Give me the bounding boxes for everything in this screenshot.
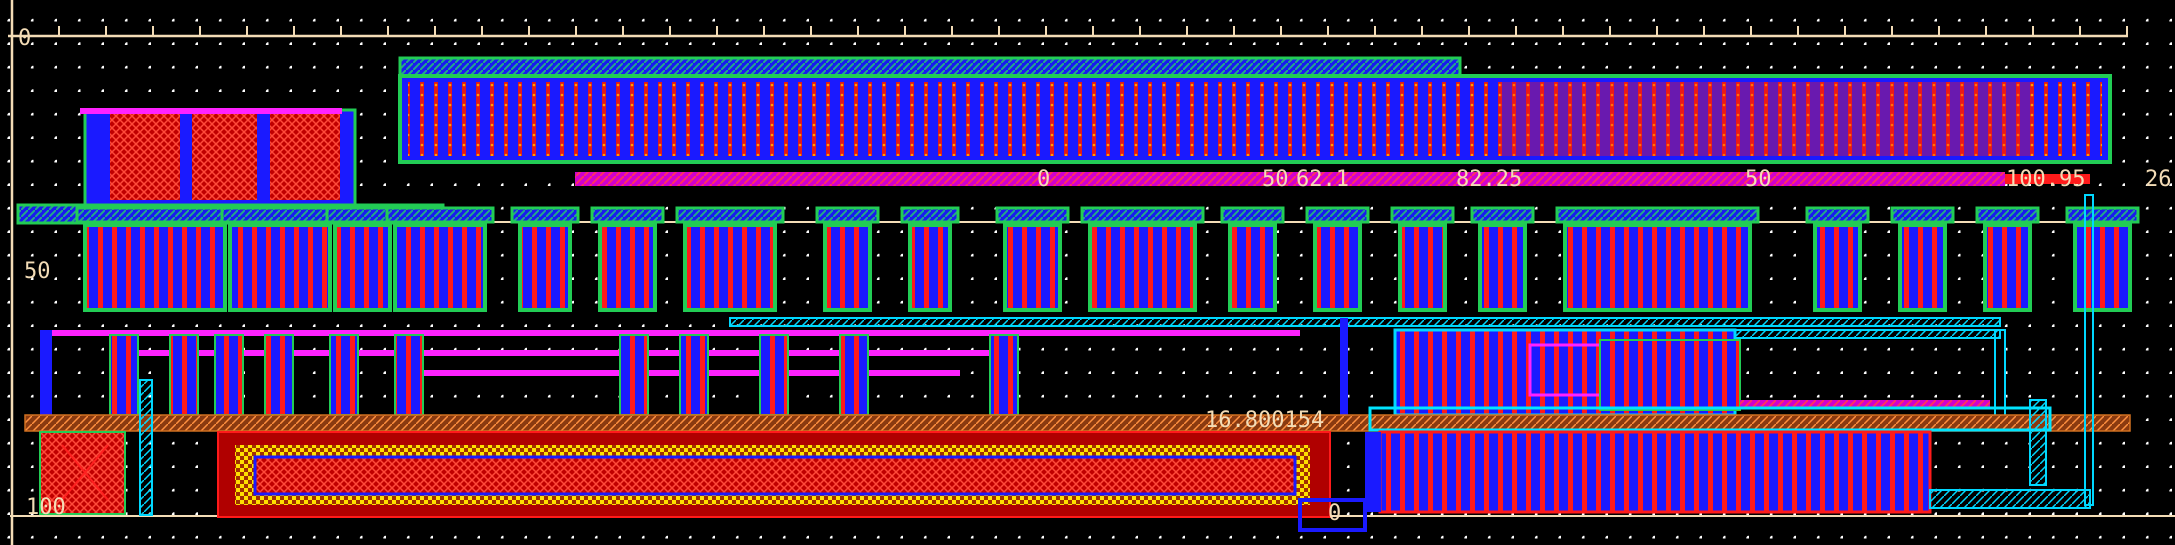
lower-device: [394, 334, 424, 416]
lower-device: [109, 334, 139, 416]
capacitor-2[interactable]: [192, 112, 257, 200]
cell-transistor: [1898, 223, 1947, 312]
metal1-vertical: [40, 330, 52, 415]
via-stack-right: [2029, 399, 2047, 486]
cell-transistor: [228, 223, 332, 312]
cell-tap: [1220, 206, 1285, 224]
metal2-bus[interactable]: [575, 172, 2005, 186]
bottom-right-transistor-array[interactable]: [1378, 430, 1932, 514]
cell-transistor: [83, 223, 227, 312]
top-diffusion-strip[interactable]: [398, 56, 1462, 78]
metal2-cap-top: [80, 108, 342, 114]
cell-tap: [1470, 206, 1535, 224]
metal1-vertical: [1340, 318, 1348, 418]
bus-measure-label: 16.800154: [1205, 408, 1324, 433]
cell-transistor: [1313, 223, 1362, 312]
cell-transistor: [518, 223, 572, 312]
lower-device: [679, 334, 709, 416]
cell-tap: [1555, 206, 1760, 224]
cell-transistor: [1088, 223, 1197, 312]
via-stack-left: [139, 379, 153, 516]
cell-transistor: [823, 223, 872, 312]
cell-transistor: [683, 223, 777, 312]
standard-cell-row: [75, 206, 2140, 312]
cell-transistor: [1003, 223, 1062, 312]
top-array-poly-region: [1500, 82, 2030, 156]
cell-tap: [900, 206, 960, 224]
measure-label-82-25: 82.25: [1456, 167, 1522, 192]
cell-transistor: [1813, 223, 1862, 312]
cell-tap: [815, 206, 880, 224]
cell-tap: [1305, 206, 1370, 224]
ruler-label-top-origin: 0: [18, 26, 31, 51]
measure-label-50b: 50: [1745, 167, 1772, 192]
cell-transistor: [908, 223, 952, 312]
capacitor-1[interactable]: [110, 112, 180, 200]
metal2-route: [130, 350, 990, 356]
via-strip-bottom: [1929, 489, 2091, 509]
cell-tap: [1080, 206, 1205, 224]
lower-device: [839, 334, 869, 416]
cell-tap: [385, 206, 495, 224]
resistor-body: [253, 455, 1297, 496]
lower-device: [329, 334, 359, 416]
top-array-fingers: [408, 82, 2102, 156]
cell-tap: [220, 206, 340, 224]
cell-tap: [675, 206, 785, 224]
metal2-route: [1740, 400, 1990, 408]
cell-tap: [2065, 206, 2140, 224]
cell-transistor: [1398, 223, 1447, 312]
ruler-label-50: 50: [24, 259, 51, 284]
lower-device: [619, 334, 649, 416]
lower-device: [214, 334, 244, 416]
bottom-capacitor[interactable]: [39, 431, 126, 515]
measure-label-26: 26: [2145, 167, 2172, 192]
top-ruler: [8, 26, 2128, 38]
cell-transistor: [1563, 223, 1752, 312]
cell-tap: [590, 206, 665, 224]
cell-transistor: [393, 223, 487, 312]
cell-tap: [1805, 206, 1870, 224]
measure-label-62-1: 62.1: [1296, 167, 1349, 192]
lower-device: [759, 334, 789, 416]
cell-transistor: [1983, 223, 2032, 312]
right-cyan-rail: [2084, 194, 2094, 506]
via-strip: [1368, 406, 2052, 432]
lower-device: [264, 334, 294, 416]
capacitor-3[interactable]: [270, 112, 340, 200]
ruler-label-bottom-origin: 0: [1328, 501, 1341, 526]
array-metal-edge: [1365, 432, 1381, 512]
cell-tap: [1390, 206, 1455, 224]
lower-device: [169, 334, 199, 416]
metal2-route: [50, 330, 1300, 336]
poly-bus-ext: [2005, 174, 2090, 184]
cell-tap: [995, 206, 1070, 224]
measure-label-100-95: 100.95: [2006, 167, 2085, 192]
cell-transistor: [2073, 223, 2132, 312]
via-route: [729, 317, 2001, 327]
cell-tap: [1890, 206, 1955, 224]
ruler-label-100: 100: [26, 495, 66, 520]
measure-label-0: 0: [1037, 167, 1050, 192]
mid-right-device: [1599, 339, 1741, 411]
cell-transistor: [333, 223, 392, 312]
cell-tap: [75, 206, 235, 224]
measure-label-50: 50: [1262, 167, 1289, 192]
cell-transistor: [1478, 223, 1527, 312]
lower-device: [989, 334, 1019, 416]
cell-transistor: [1228, 223, 1277, 312]
cell-tap: [510, 206, 580, 224]
cell-transistor: [598, 223, 657, 312]
cell-tap: [1975, 206, 2040, 224]
resistor-contact: [1298, 498, 1367, 532]
